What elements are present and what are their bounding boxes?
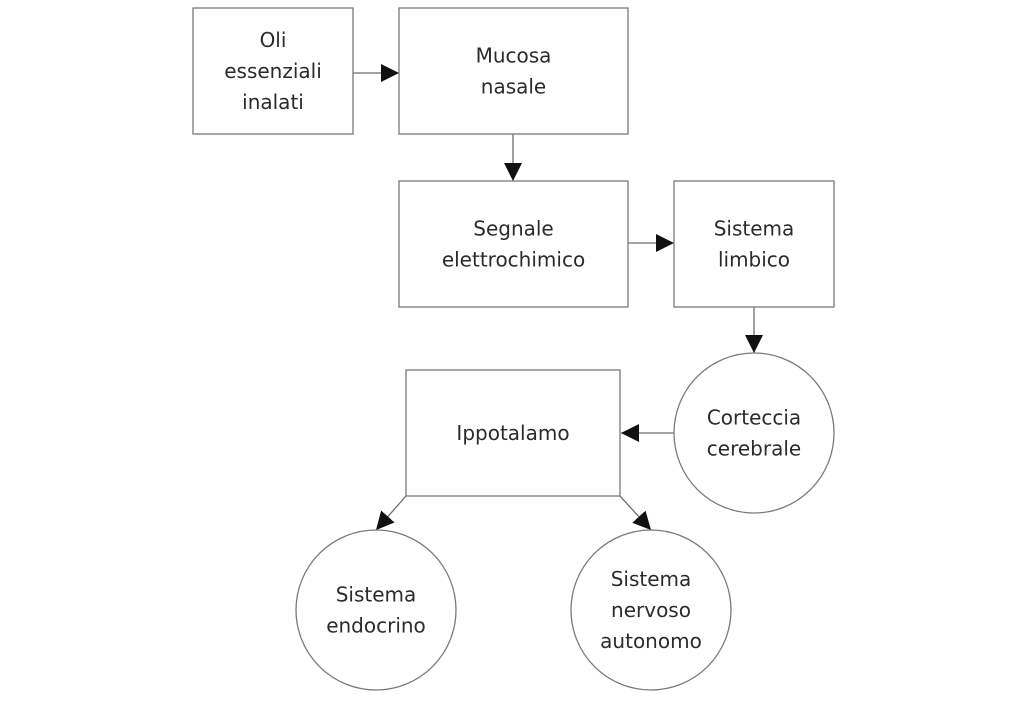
node-mucosa-label-line: nasale — [481, 75, 546, 99]
node-limbico-label-line: Sistema — [714, 217, 795, 241]
node-limbico: Sistema limbico — [673, 180, 835, 308]
node-corteccia-label-line: Corteccia — [707, 406, 801, 430]
node-oli: Oli essenziali inalati — [192, 7, 354, 135]
node-mucosa: Mucosa nasale — [398, 7, 629, 135]
node-endocrino: Sistema endocrino — [295, 529, 457, 691]
node-corteccia-label-line: cerebrale — [707, 437, 801, 461]
node-endocrino-label-line: endocrino — [326, 614, 426, 638]
node-nervoso-circle — [570, 529, 732, 691]
node-nervoso: Sistema nervoso autonomo — [570, 529, 732, 691]
node-oli-label-line: essenziali — [224, 59, 322, 83]
node-limbico-rect — [673, 180, 835, 308]
node-segnale-label-line: elettrochimico — [442, 248, 585, 272]
node-segnale-label-line: Segnale — [473, 217, 554, 241]
node-limbico-label-line: limbico — [718, 248, 790, 272]
node-nervoso-label-line: autonomo — [600, 629, 702, 653]
node-mucosa-label-line: Mucosa — [476, 44, 552, 68]
node-ippotalamo-label-line: Ippotalamo — [456, 421, 569, 445]
arrow-ippotalamo-to-endocrino — [375, 495, 407, 531]
node-segnale-rect — [398, 180, 629, 308]
node-endocrino-label-line: Sistema — [336, 583, 417, 607]
node-corteccia: Corteccia cerebrale — [673, 352, 835, 514]
node-oli-label-line: inalati — [242, 90, 304, 114]
node-segnale: Segnale elettrochimico — [398, 180, 629, 308]
node-corteccia-circle — [673, 352, 835, 514]
node-oli-rect — [192, 7, 354, 135]
node-mucosa-rect — [398, 7, 629, 135]
node-endocrino-circle — [295, 529, 457, 691]
edges-layer — [353, 64, 763, 531]
node-ippotalamo-rect — [405, 369, 621, 497]
node-oli-label-line: Oli — [260, 28, 287, 52]
arrow-ippotalamo-to-nervoso — [619, 495, 652, 531]
node-ippotalamo: Ippotalamo — [405, 369, 621, 497]
node-nervoso-label-line: nervoso — [611, 598, 691, 622]
node-nervoso-label-line: Sistema — [611, 567, 692, 591]
